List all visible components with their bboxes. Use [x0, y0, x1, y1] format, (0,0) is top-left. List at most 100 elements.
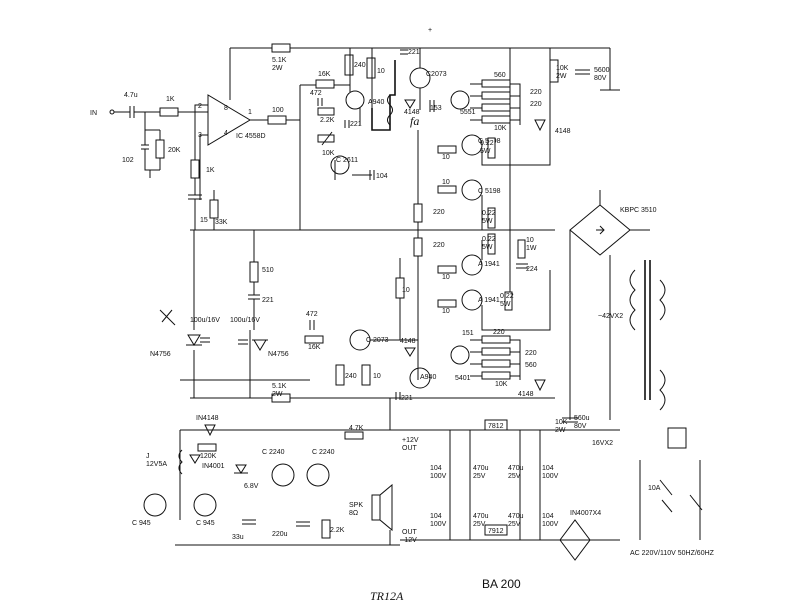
q-c2073-top-label: C2073 [426, 71, 447, 78]
feedback-cap-label: 15 [200, 217, 208, 224]
q-c2240-2 [306, 463, 330, 487]
bot-res-10k [481, 371, 511, 380]
prot-r120k [197, 443, 217, 452]
out-re4 [504, 291, 513, 311]
cap-472 [317, 98, 323, 106]
zener1-cap-label: 100u/16V [190, 317, 220, 324]
q-out-n1 [461, 134, 483, 156]
svg-text:10K: 10K [495, 381, 508, 388]
diode-4148-bottom2: 4148 [518, 391, 534, 398]
r-10k-pot [317, 134, 335, 143]
svg-text:220: 220 [525, 350, 537, 357]
input-terminal [109, 109, 115, 115]
reg-neg-label: OUT-12V [402, 529, 418, 544]
zobel-c-label: 224 [526, 266, 538, 273]
bridge-main [569, 204, 631, 256]
q-c945-1-label: C 945 [132, 520, 151, 527]
transformer-small-label: 16VX2 [592, 440, 613, 447]
prot-r4.7k [344, 431, 364, 440]
reg-7912-label: 7912 [488, 528, 504, 535]
prot-cap-label: 33u [232, 534, 244, 541]
q-a940-top-label: A940 [368, 99, 384, 106]
input-label: IN [90, 110, 97, 117]
top-cap-221: 221 [408, 49, 420, 56]
q-c945-2-label: C 945 [196, 520, 215, 527]
opamp-label: IC 4558D [236, 133, 266, 140]
input-cap [129, 106, 135, 118]
r240-bottom [335, 364, 345, 386]
r16k-bottom [304, 335, 324, 344]
out-re1 [487, 137, 496, 159]
q-out-n2-label: C 5198 [478, 188, 501, 195]
q-c2611-label: C 2611 [336, 157, 358, 164]
opamp-pin4: 4 [224, 130, 228, 137]
svg-text:10K: 10K [494, 125, 507, 132]
reg-7812-label: 7812 [488, 423, 504, 430]
fb-bottom-resistor [271, 393, 291, 403]
opamp-pin2: 2 [198, 103, 202, 110]
fuse-label: 10A [648, 485, 661, 492]
svg-text:220: 220 [433, 242, 445, 249]
c472-bottom [309, 320, 315, 330]
svg-text:220: 220 [530, 101, 542, 108]
opamp-symbol [207, 94, 251, 146]
driver-top-r16k [315, 79, 335, 89]
mains-label: AC 220V/110V 50HZ/60HZ [630, 550, 715, 557]
transformer-primary-1 [629, 269, 636, 331]
svg-text:220: 220 [530, 89, 542, 96]
top-res-220b [481, 103, 511, 112]
q-out-p1-label: A 1941 [478, 261, 500, 268]
circuit-title: BA 200 [482, 577, 521, 591]
prot-r4.7k-label: 4.7K [349, 425, 364, 432]
q-a940-bottom-label: A940 [420, 374, 436, 381]
transformer-main-label: ~42VX2 [598, 313, 623, 320]
out-rb3 [437, 265, 457, 274]
svg-text:560: 560 [525, 362, 537, 369]
diode-4148-top2: 4148 [555, 128, 571, 135]
bias-220-2 [413, 237, 423, 257]
top-res-220a [481, 91, 511, 100]
r16k-bottom-label: 16K [308, 344, 321, 351]
svg-text:10: 10 [442, 154, 450, 161]
driver-top-r240 [344, 54, 354, 76]
c221-bottom-label: 221 [262, 297, 274, 304]
svg-text:10: 10 [442, 308, 450, 315]
r510 [249, 261, 259, 283]
q-5551-label: 5551 [460, 109, 476, 116]
prot-r2.2k-label: 2.2K [330, 527, 345, 534]
reg-7912 [484, 524, 508, 536]
prot-diode-label: IN4148 [196, 415, 219, 422]
r16k-label: 16K [318, 71, 331, 78]
thick-trace [371, 60, 396, 131]
opamp-out-resistor [267, 115, 287, 125]
rail-cap [575, 69, 590, 75]
zobel-r [517, 239, 526, 259]
r10-mid-label: 10 [402, 287, 410, 294]
transformer-secondary-2 [659, 369, 666, 411]
inductor [387, 94, 393, 126]
prot-r2.2k [321, 519, 331, 539]
out-rb1 [437, 145, 457, 154]
top-res-560 [481, 79, 511, 88]
transformer-core [644, 260, 651, 400]
top-res-10k [481, 115, 511, 124]
q-a940-top [345, 90, 365, 110]
q-out-p1 [461, 254, 483, 276]
feedback-cap [188, 178, 202, 230]
svg-text:10: 10 [442, 274, 450, 281]
zener-2 [252, 339, 268, 351]
r2.2k-label: 2.2K [320, 117, 335, 124]
diode-4148-bottom: 4148 [400, 338, 416, 345]
out-rb2 [437, 185, 457, 194]
